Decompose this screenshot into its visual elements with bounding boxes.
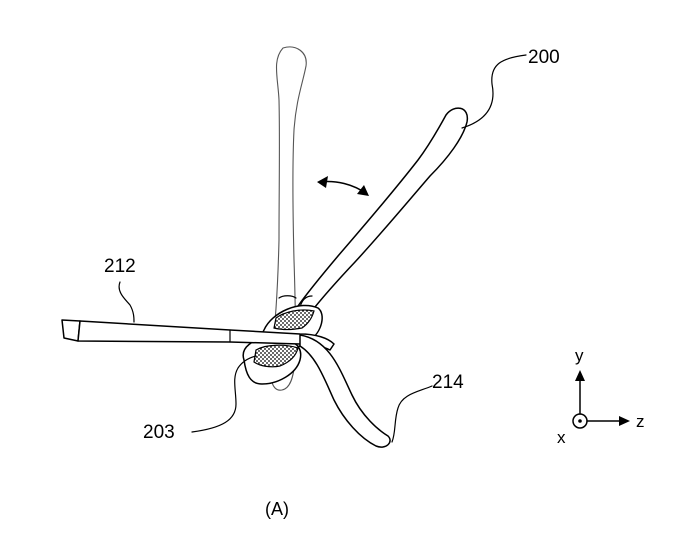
z-axis-arrowhead-icon — [619, 416, 630, 426]
temple-arm-vertical-position — [269, 46, 307, 391]
temple-arm-200 — [297, 107, 469, 313]
figure-caption: (A) — [265, 499, 289, 519]
label-212: 212 — [104, 256, 136, 277]
grip-pad-lower — [253, 344, 299, 368]
leader-200 — [461, 54, 527, 129]
nose-piece-214 — [299, 334, 391, 448]
leader-203 — [191, 355, 257, 433]
coordinate-axes: y z x — [557, 346, 645, 447]
label-214: 214 — [432, 372, 464, 393]
label-203: 203 — [143, 422, 175, 443]
axis-label-z: z — [636, 412, 645, 431]
axis-label-y: y — [575, 346, 584, 365]
rotation-arrow — [317, 176, 369, 196]
leader-212 — [118, 281, 135, 323]
y-axis-arrowhead-icon — [575, 370, 585, 381]
axis-label-x: x — [557, 428, 566, 447]
grip-pad-upper — [273, 309, 315, 331]
leader-lines — [118, 54, 527, 443]
leader-214 — [391, 385, 433, 443]
label-200: 200 — [528, 47, 560, 68]
